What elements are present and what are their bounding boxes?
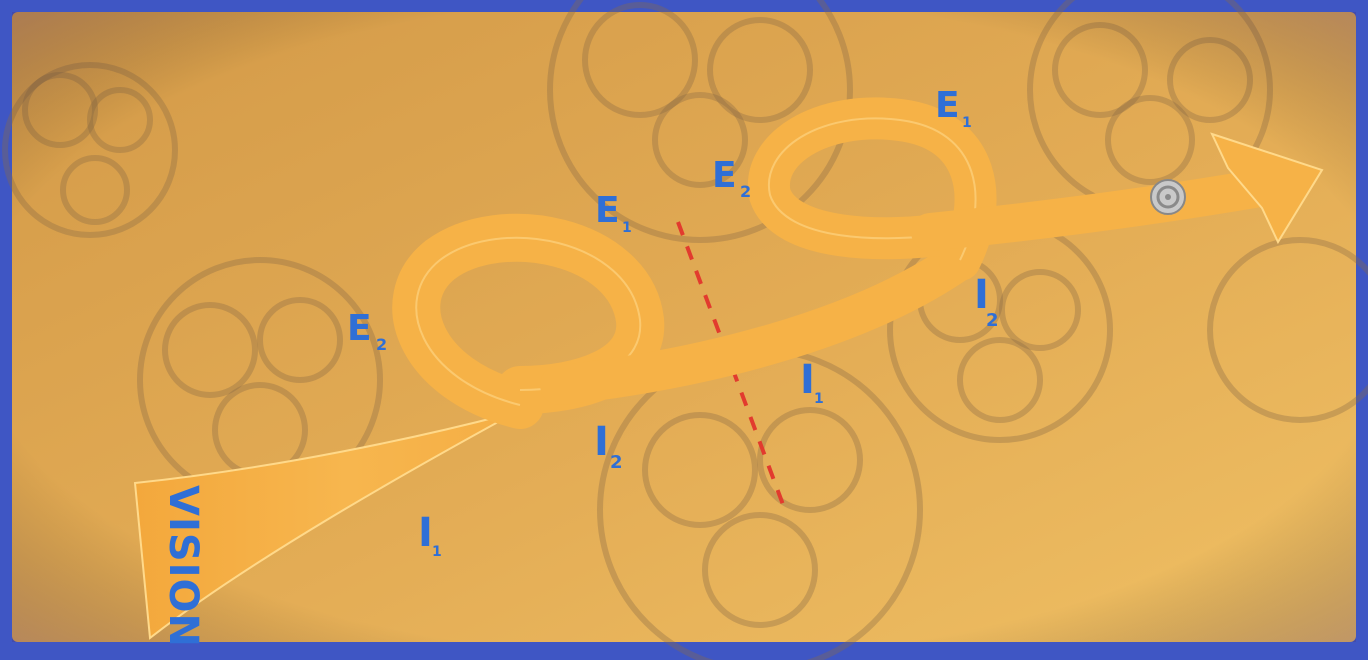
svg-text:E: E xyxy=(595,190,620,231)
goal-emblem-icon xyxy=(1151,180,1185,214)
svg-text:1: 1 xyxy=(432,544,442,560)
svg-text:E: E xyxy=(935,85,960,126)
svg-text:2: 2 xyxy=(986,310,999,331)
svg-text:I: I xyxy=(594,419,609,465)
vision-label: VISION xyxy=(160,485,206,648)
svg-text:1: 1 xyxy=(622,220,632,236)
svg-text:2: 2 xyxy=(740,182,751,201)
svg-text:E: E xyxy=(347,308,372,349)
svg-text:I: I xyxy=(418,510,433,556)
svg-text:1: 1 xyxy=(814,391,824,407)
svg-text:E: E xyxy=(712,155,737,196)
svg-text:I: I xyxy=(800,357,815,403)
svg-text:2: 2 xyxy=(610,452,623,473)
svg-text:1: 1 xyxy=(962,115,972,131)
svg-text:2: 2 xyxy=(376,335,387,354)
